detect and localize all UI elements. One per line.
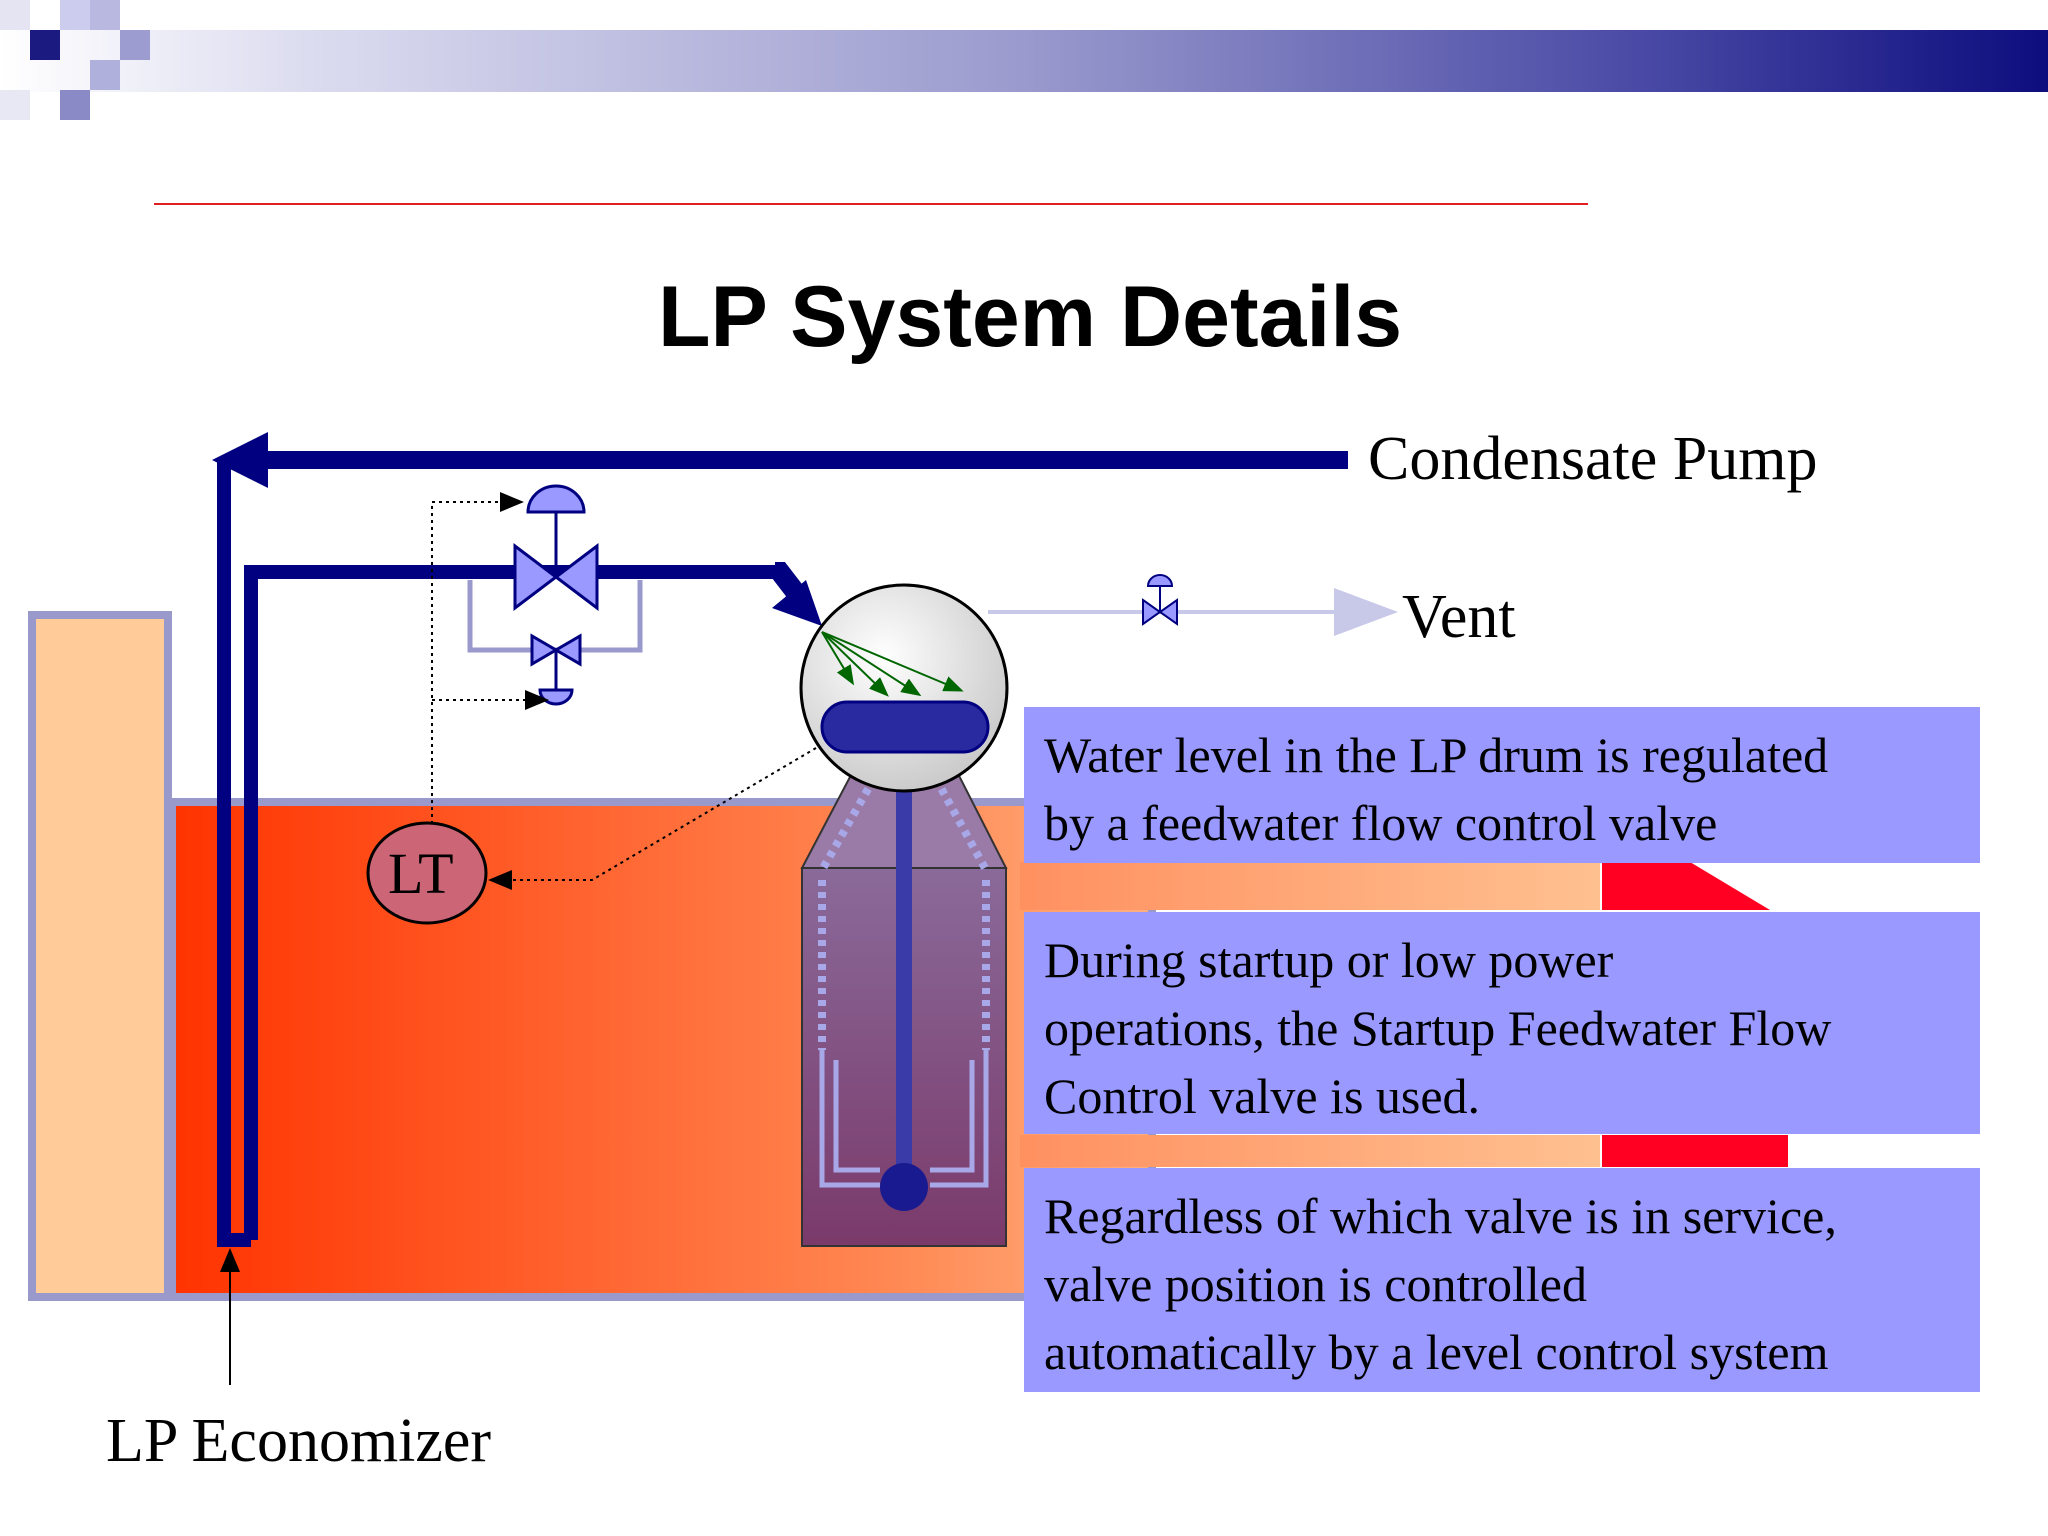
lp-economizer-tube — [217, 460, 251, 1247]
level-transmitter — [366, 821, 488, 925]
lp-economizer-tube — [244, 565, 775, 1240]
spray-arrows — [821, 631, 964, 697]
page-title: LP System Details — [657, 269, 1403, 365]
header-square — [0, 0, 30, 30]
startup-valve-body — [530, 633, 559, 667]
header-square — [120, 30, 150, 60]
riser-tubes — [819, 1050, 989, 1188]
feedwater-arrow-head — [772, 580, 822, 626]
bypass-line — [467, 580, 643, 653]
header-square — [90, 60, 120, 90]
note-box-regulation: Water level in the LP drum is regulated … — [1024, 707, 1980, 863]
header-square — [90, 0, 120, 30]
stack — [28, 611, 172, 1301]
note-line: valve position is controlled — [1044, 1256, 1587, 1312]
note-line: Water level in the LP drum is regulated — [1044, 727, 1829, 783]
lp-economizer-label: LP Economizer — [106, 1407, 492, 1475]
header-square — [0, 90, 30, 120]
condensate-arrow-head — [212, 432, 268, 488]
feedwater-line — [772, 562, 808, 605]
startup-valve-actuator — [538, 688, 574, 706]
main-valve-actuator — [526, 484, 586, 514]
duct-band-lower — [1020, 1135, 1600, 1167]
note-line: automatically by a level control system — [1044, 1324, 1829, 1380]
note-line: operations, the Startup Feedwater Flow — [1044, 1000, 1832, 1056]
note-line: During startup or low power — [1044, 932, 1614, 988]
note-line: Regardless of which valve is in service, — [1044, 1188, 1837, 1244]
header-square — [60, 90, 90, 120]
drum-internal-separator — [820, 700, 990, 754]
note-box-startup: During startup or low power operations, … — [1024, 912, 1980, 1134]
header-square — [30, 30, 60, 60]
level-sensing-line — [488, 747, 817, 890]
startup-valve-body — [553, 633, 582, 667]
spray-dotted-lines — [818, 766, 990, 1050]
duct-red-section — [1602, 862, 1770, 910]
lower-header — [880, 1163, 928, 1211]
control-signal-line — [431, 492, 524, 852]
note-line: by a feedwater flow control valve — [1044, 795, 1718, 851]
note-line: Control valve is used. — [1044, 1068, 1481, 1124]
main-valve-body — [513, 542, 559, 612]
vent-valve-actuator — [1146, 574, 1174, 587]
duct-band-upper — [1020, 862, 1600, 910]
main-valve-body — [553, 542, 599, 612]
note-box-level-control: Regardless of which valve is in service,… — [1024, 1168, 1980, 1392]
header-square — [60, 0, 90, 30]
level-transmitter-label: LT — [388, 841, 454, 906]
vent-label: Vent — [1402, 583, 1516, 651]
duct-red-section — [1602, 1135, 1788, 1167]
vent-valve-body — [1142, 598, 1162, 626]
condensate-pump-label: Condensate Pump — [1368, 425, 1818, 493]
title-rule — [154, 203, 1588, 205]
vent-valve-body — [1158, 598, 1178, 626]
header-gradient-band — [0, 30, 2048, 92]
lp-drum — [799, 583, 1009, 793]
